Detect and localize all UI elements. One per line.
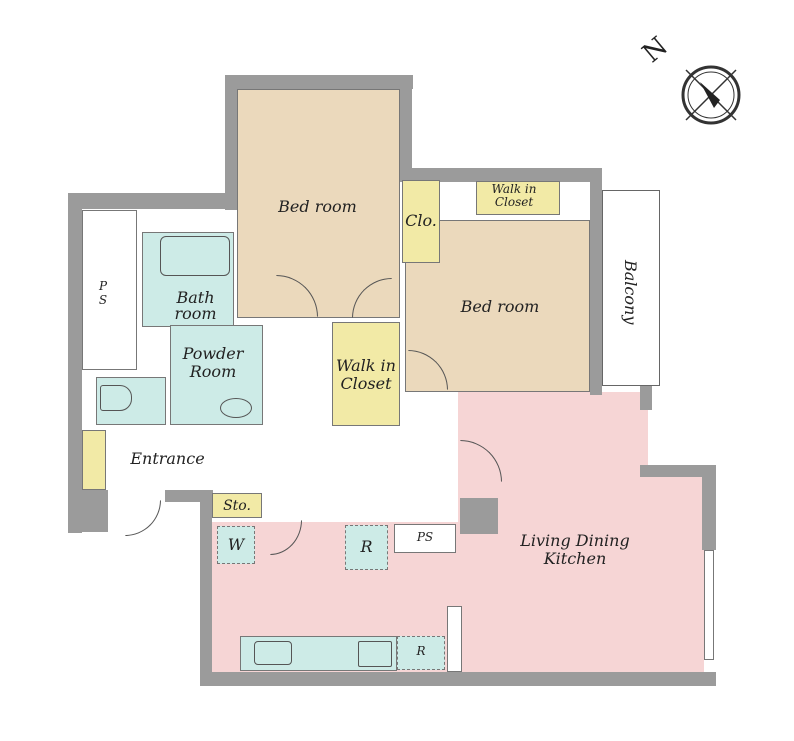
bedroom-1 xyxy=(237,89,400,318)
storage-label: Sto. xyxy=(223,498,251,514)
partition-wall xyxy=(447,606,462,672)
wall xyxy=(225,75,237,210)
wall xyxy=(68,193,238,209)
sink-icon xyxy=(220,398,252,418)
balcony xyxy=(602,190,660,386)
wall xyxy=(225,75,413,89)
walk-in-closet-mid xyxy=(332,322,400,426)
toilet-icon xyxy=(100,385,132,411)
window-right xyxy=(704,550,714,660)
entrance-door[interactable] xyxy=(125,500,161,536)
bedroom-1-label: Bed room xyxy=(278,197,357,216)
washer-label: W xyxy=(227,535,245,554)
fridge-space xyxy=(345,525,388,570)
wall xyxy=(68,490,108,532)
wall xyxy=(640,465,716,477)
storage xyxy=(212,493,262,518)
ps-shaft-label: P S xyxy=(98,279,108,307)
bathroom xyxy=(142,232,234,327)
walk-in-closet-top xyxy=(476,181,560,215)
bedroom-2-label: Bed room xyxy=(460,297,540,316)
wall xyxy=(68,193,82,533)
closet xyxy=(402,180,440,263)
entrance-label: Entrance xyxy=(130,449,205,468)
walk-in-closet-top-label: Walk in Closet xyxy=(491,182,537,210)
fridge-2-label: R xyxy=(416,644,426,658)
washer-space xyxy=(217,526,255,564)
fridge-space-2 xyxy=(397,636,445,670)
closet-label: Clo. xyxy=(405,211,437,230)
wall xyxy=(400,168,600,182)
bathroom-label: Bath room xyxy=(174,288,217,323)
compass-north-label: N xyxy=(637,31,674,70)
powder-room-label: Powder Room xyxy=(182,344,244,382)
bathtub-icon xyxy=(160,236,230,276)
wall xyxy=(702,470,716,550)
wall xyxy=(200,490,212,685)
ps-shaft xyxy=(82,210,137,370)
fridge-label: R xyxy=(360,537,373,556)
kitchen-sink-icon xyxy=(254,641,292,665)
wall xyxy=(200,672,716,686)
compass-icon xyxy=(681,65,741,125)
wall xyxy=(590,168,602,395)
ps-box-label: PS xyxy=(416,530,434,544)
ldk-area-right xyxy=(640,470,704,530)
wall xyxy=(400,75,412,175)
balcony-label: Balcony xyxy=(621,260,641,325)
ldk-label: Living Dining Kitchen xyxy=(520,531,630,569)
shoe-cabinet xyxy=(82,430,106,490)
ps-box xyxy=(394,524,456,553)
pillar xyxy=(460,498,498,534)
walk-in-closet-mid-label: Walk in Closet xyxy=(336,356,396,394)
wall xyxy=(640,385,652,410)
stove-icon xyxy=(358,641,392,667)
